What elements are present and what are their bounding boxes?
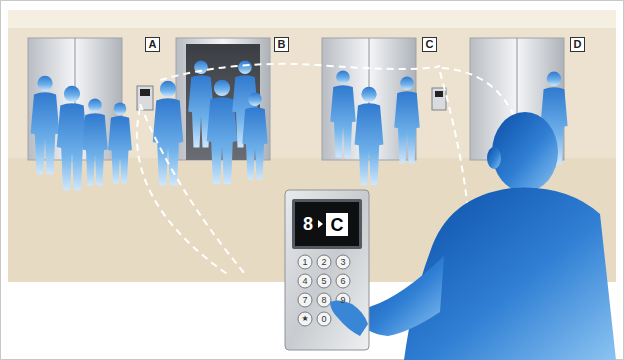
node-text: B [278,39,286,50]
display-elevator: C [326,213,348,236]
key-digit: 5 [322,277,327,286]
key-digit: 8 [322,296,327,305]
node-text: D [574,39,582,50]
key-star: ★ [302,315,309,323]
key-digit: 3 [341,258,346,267]
key-digit: 9 [341,296,346,305]
elevator-letter: A [145,37,160,52]
key-digit: 4 [303,277,308,286]
key-digit: 0 [322,315,327,324]
key-digit: 1 [303,258,308,267]
display-floor: 8 [303,215,313,233]
key-digit: 6 [341,277,346,286]
elevator-letter: D [570,37,585,52]
node-text: C [426,39,434,50]
key-digit: 2 [322,258,327,267]
key-digit: 7 [303,296,308,305]
node-text: C [331,216,344,234]
elevator-letter: B [274,37,289,52]
node-text: A [149,39,157,50]
elevator-letter: C [422,37,437,52]
